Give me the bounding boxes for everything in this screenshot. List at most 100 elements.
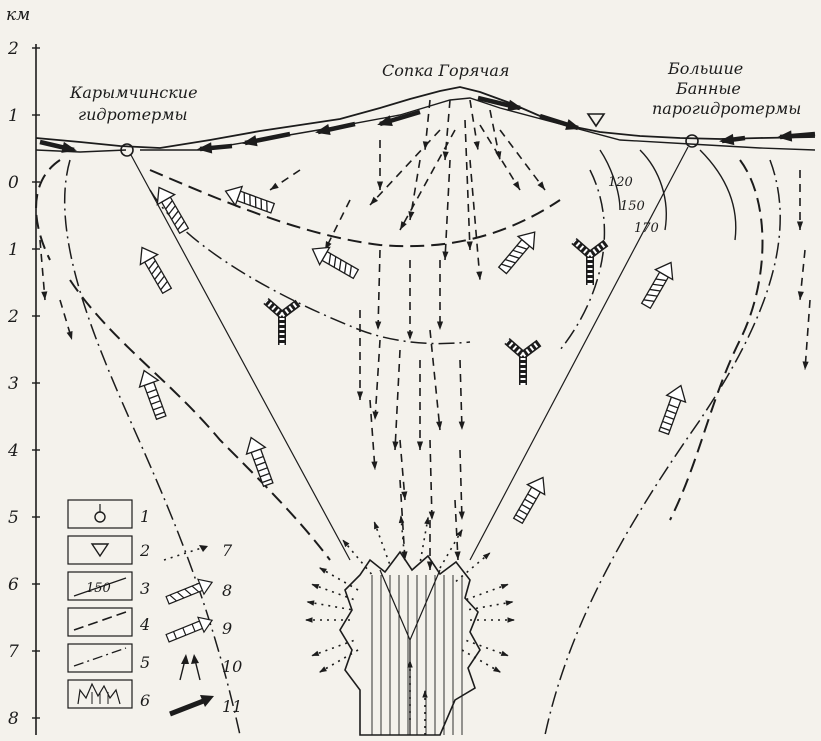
arrow-head (493, 666, 501, 672)
flow-arrow (430, 440, 432, 520)
flow-arrow (460, 360, 462, 430)
arrow-head (408, 211, 414, 220)
legend-bold-arrow-icon (170, 700, 206, 714)
arrow-head (417, 442, 423, 450)
hatched-arrow (135, 367, 171, 421)
legend-item-9 (165, 613, 215, 646)
bolshie-bannye-spring-icon (686, 135, 698, 147)
arrow-head (67, 331, 73, 340)
flow-arrow (430, 330, 440, 430)
arrow-head (375, 321, 381, 330)
flow-arrow (445, 160, 450, 260)
flow-arrow (805, 300, 810, 370)
arrow-head (513, 181, 520, 190)
hatched-arrow (133, 242, 175, 295)
axis-tick-label: 7 (8, 642, 19, 662)
legend-spring-icon (95, 512, 105, 522)
axis-tick-label: 1 (8, 240, 19, 260)
legend-num-11: 11 (222, 697, 242, 716)
axis-tick-label: 6 (8, 575, 19, 595)
flow-arrow (378, 250, 380, 330)
flow-arrow (370, 400, 375, 470)
arrow-head (371, 461, 377, 470)
inner-dashed-upper (150, 170, 560, 246)
arrow-head (427, 562, 433, 570)
forked-hatched-arrow (266, 301, 298, 345)
descending-arrows (40, 100, 810, 570)
legend-isotherm-sample: 150 (86, 581, 111, 596)
arrow-head (454, 551, 460, 560)
legend-item-6: 6 (68, 680, 150, 710)
isotherm-label-150: 150 (620, 199, 645, 214)
arrow-head (797, 222, 803, 230)
dashdot-left (65, 160, 240, 735)
arrow-head (501, 584, 509, 589)
arrow-head (507, 617, 515, 622)
arrow-head (400, 221, 407, 230)
legend-item-10: 10 (180, 654, 242, 680)
arrow-head (437, 322, 443, 330)
site-left-line2: гидротермы (78, 105, 188, 124)
arrow-head (442, 251, 448, 260)
arrow-head (777, 130, 792, 141)
flow-arrow (460, 450, 462, 520)
axis-ticks: 21012345678 (7, 39, 40, 729)
hatched-arrows (133, 182, 690, 526)
legend-num-5: 5 (140, 653, 150, 672)
site-center-label: Сопка Горячая (382, 61, 510, 80)
legend-num-10: 10 (222, 657, 242, 676)
arrow-head (377, 182, 383, 190)
isotherm-150 (640, 150, 666, 230)
arrow-head (319, 666, 327, 672)
hatched-arrow (150, 182, 192, 235)
legend-num-3: 3 (140, 579, 150, 598)
dashed-flow-left (70, 280, 330, 560)
legend-item-7: 7 (164, 541, 233, 560)
arrow-head (474, 141, 480, 150)
flow-arrow (465, 120, 470, 250)
axis-tick-label: 3 (8, 374, 19, 394)
flow-arrow (400, 130, 455, 230)
forked-hatched-arrow (507, 341, 539, 385)
arrow-head (305, 617, 313, 622)
isotherm-170 (700, 150, 736, 240)
flow-arrow (470, 160, 480, 280)
legend-num-8: 8 (222, 581, 232, 600)
legend: 1 2 150 3 4 5 6 (68, 500, 242, 716)
flow-arrow (400, 440, 405, 500)
steam-vent-triangle-icon (588, 114, 604, 126)
hatched-arrow (509, 472, 551, 525)
site-right-line1: Большие (667, 59, 743, 78)
arrow-head (311, 651, 319, 656)
axis-tick-label: 2 (7, 39, 19, 59)
magma-hatching (372, 570, 462, 735)
axis-unit-label: км (6, 5, 30, 25)
flow-arrow (455, 500, 458, 560)
arrow-head (374, 521, 379, 529)
hatched-arrow (637, 257, 679, 310)
site-right-line3: парогидротермы (652, 99, 801, 118)
legend-vent-icon (92, 544, 108, 556)
arrow-head (370, 197, 378, 205)
hatched-arrow (654, 382, 690, 436)
axis-tick-label: 2 (7, 307, 19, 327)
legend-item-8 (165, 575, 215, 608)
hatch-fork (380, 570, 440, 735)
arrow-head (565, 119, 581, 130)
arrow-head (459, 421, 465, 430)
hatched-arrow (222, 182, 276, 218)
arrow-head (507, 100, 523, 111)
isotherms: 120 150 170 (600, 150, 736, 240)
legend-item-1: 1 (68, 500, 150, 528)
site-left-line1: Карымчинские (69, 83, 198, 102)
flow-arrow (395, 350, 400, 450)
legend-item-4: 4 (68, 608, 150, 636)
arrow-head (197, 142, 212, 153)
legend-num-1: 1 (140, 507, 150, 526)
isotherm-label-170: 170 (634, 221, 659, 236)
legend-num-6: 6 (140, 691, 150, 710)
legend-num-4: 4 (139, 615, 150, 634)
arrow-head (319, 568, 327, 574)
